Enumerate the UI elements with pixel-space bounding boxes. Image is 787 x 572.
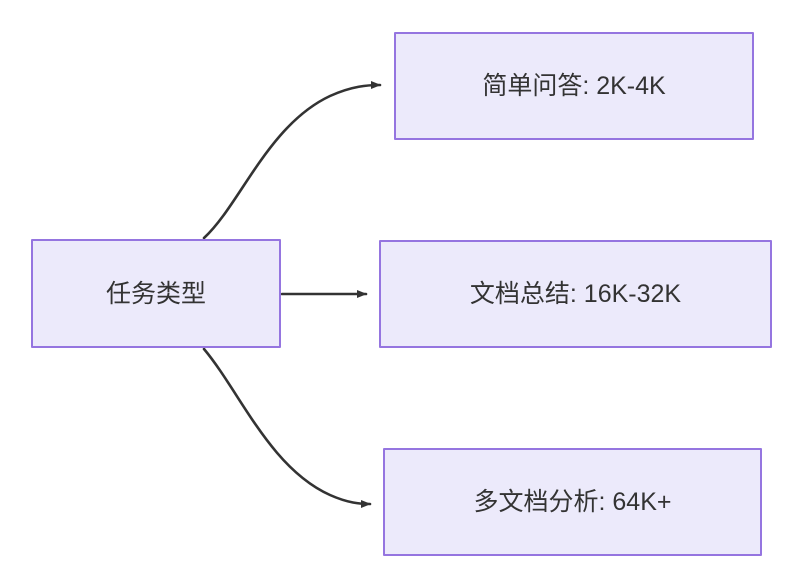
node-doc-summary[interactable]: 文档总结: 16K-32K [379,240,772,348]
node-task-type-label: 任务类型 [105,279,206,308]
node-doc-summary-label: 文档总结: 16K-32K [469,280,682,308]
node-multi-doc-label: 多文档分析: 64K+ [473,488,672,516]
edge-root-to-simple-qa [202,81,382,240]
node-simple-qa-label: 简单问答: 2K-4K [482,72,666,100]
edge-root-to-multi-doc [202,347,372,508]
node-multi-doc[interactable]: 多文档分析: 64K+ [383,448,762,556]
node-simple-qa[interactable]: 简单问答: 2K-4K [394,32,754,140]
node-task-type[interactable]: 任务类型 [31,239,281,348]
